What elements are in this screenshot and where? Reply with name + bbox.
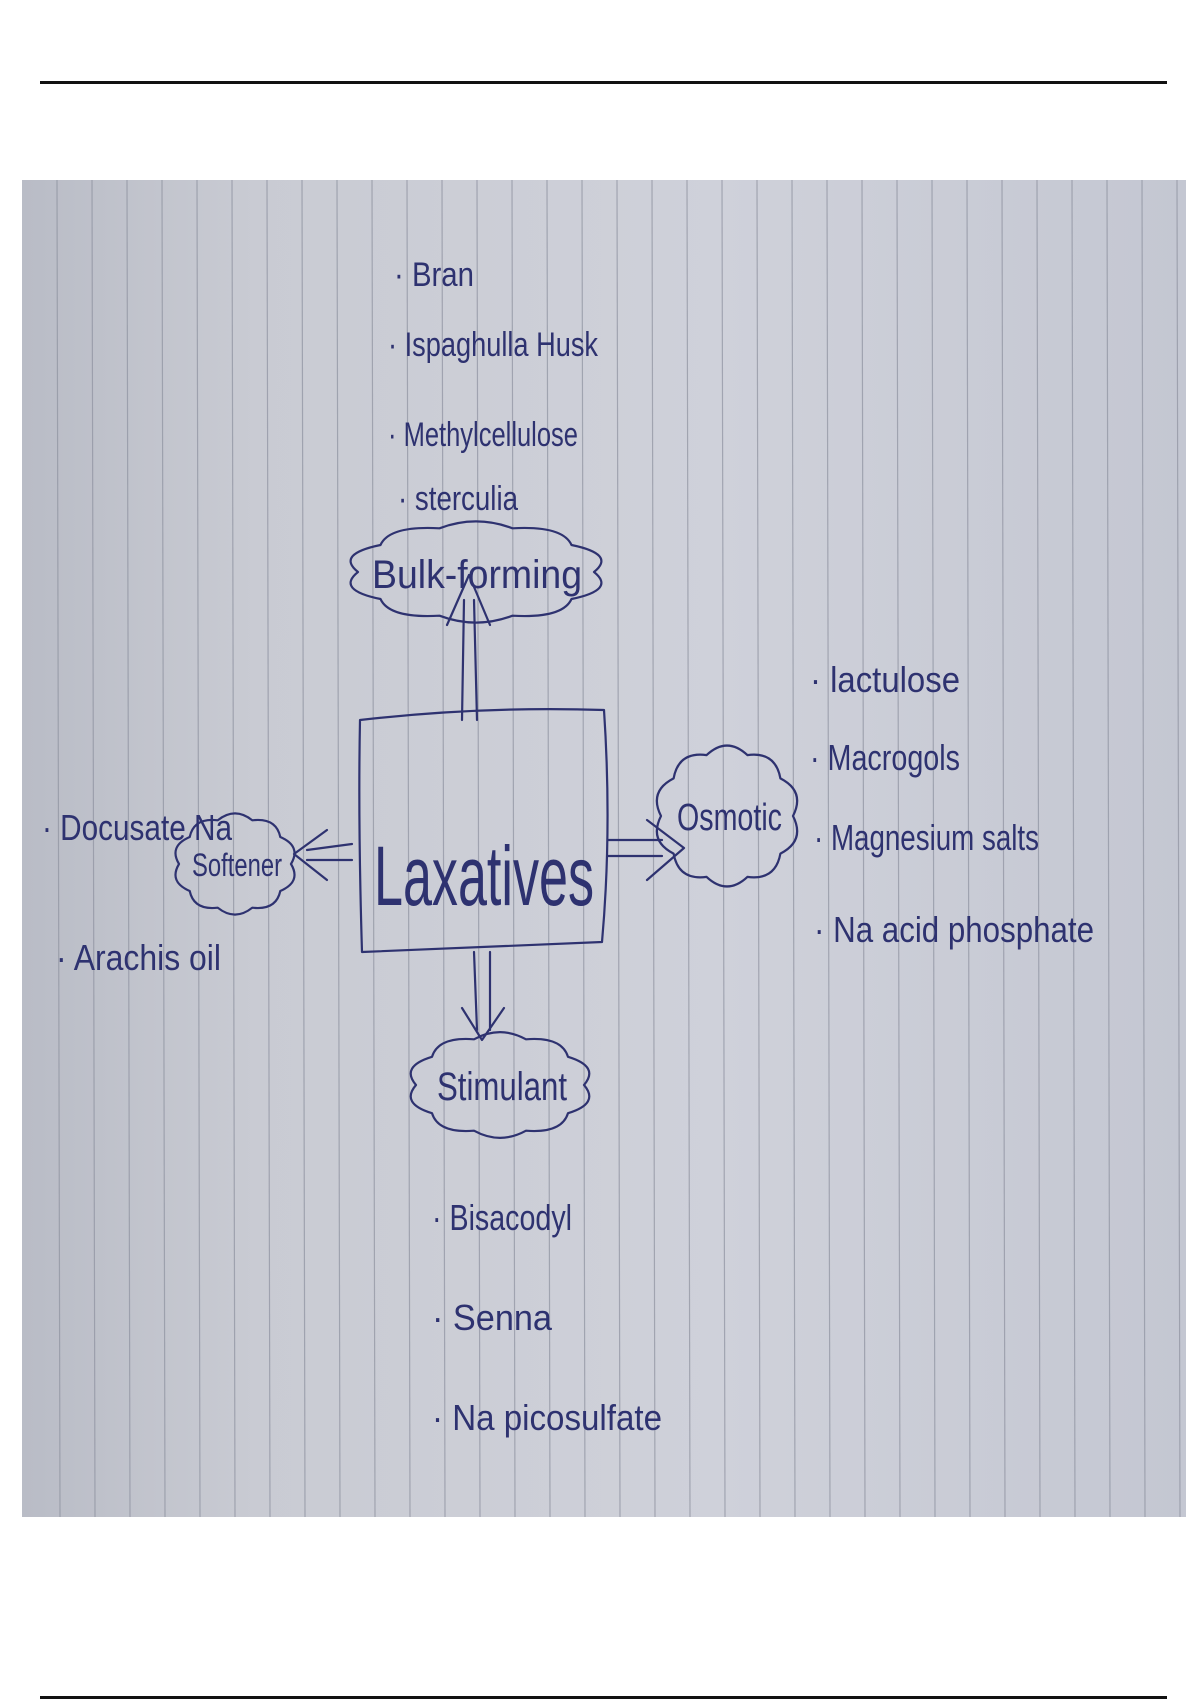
ruling-line <box>301 180 306 1517</box>
cloud-stimulant <box>409 1031 591 1139</box>
ruling-line <box>756 180 761 1517</box>
ruling-line <box>441 180 446 1517</box>
item-ispaghulla: · Ispaghulla Husk <box>388 326 599 364</box>
item-na-acid-phosphate: · Na acid phosphate <box>814 909 1094 950</box>
cloud-bulk <box>349 520 603 624</box>
mind-map: Laxatives Bulk-forming Osmotic Softener … <box>42 180 1181 1517</box>
ruling-line <box>1071 180 1076 1517</box>
cloud-osmotic <box>655 744 799 888</box>
notebook-photo: Laxatives Bulk-forming Osmotic Softener … <box>22 180 1186 1517</box>
item-bran: · Bran <box>394 256 474 294</box>
item-na-picosulfate: · Na picosulfate <box>432 1397 662 1438</box>
arrow-left-icon <box>292 828 354 882</box>
ruling-line <box>1001 180 1006 1517</box>
branch-label-stimulant: Stimulant <box>437 1065 567 1109</box>
item-bisacodyl: · Bisacodyl <box>432 1197 572 1238</box>
ruling-line <box>966 180 971 1517</box>
cloud-softener <box>174 812 296 916</box>
ruling-line <box>1176 180 1181 1517</box>
paper-rulings <box>56 180 1181 1517</box>
arrow-right-icon <box>606 818 686 882</box>
item-lactulose: · lactulose <box>810 659 960 700</box>
ruling-line <box>56 180 61 1517</box>
ruling-line <box>231 180 236 1517</box>
ruling-line <box>581 180 586 1517</box>
ruling-line <box>931 180 936 1517</box>
ruling-line <box>896 180 901 1517</box>
branch-label-softener: Softener <box>192 847 282 883</box>
ruling-line <box>1141 180 1146 1517</box>
arrow-up-icon <box>445 573 492 722</box>
branch-label-bulk: Bulk-forming <box>372 553 582 597</box>
center-box <box>358 708 609 954</box>
ruling-line <box>1036 180 1041 1517</box>
item-magnesium-salts: · Magnesium salts <box>814 817 1039 858</box>
ruling-line <box>91 180 96 1517</box>
header-rule <box>40 81 1167 84</box>
arrow-down-icon <box>460 950 506 1042</box>
item-methylcellulose: · Methylcellulose <box>388 416 578 454</box>
footer-rule <box>40 1696 1167 1699</box>
branch-label-osmotic: Osmotic <box>677 797 782 839</box>
item-macrogols: · Macrogols <box>810 737 960 778</box>
ruling-line <box>686 180 691 1517</box>
ruling-line <box>651 180 656 1517</box>
item-senna: · Senna <box>432 1297 553 1338</box>
ruling-line <box>371 180 376 1517</box>
ruling-line <box>266 180 271 1517</box>
ruling-line <box>406 180 411 1517</box>
ruling-line <box>476 180 481 1517</box>
item-docusate-na: · Docusate Na <box>42 807 233 848</box>
center-label: Laxatives <box>374 829 594 923</box>
ruling-line <box>616 180 621 1517</box>
ruling-line <box>196 180 201 1517</box>
ruling-line <box>861 180 866 1517</box>
item-sterculia: · sterculia <box>398 480 518 518</box>
item-arachis-oil: · Arachis oil <box>56 937 221 978</box>
ruling-line <box>546 180 551 1517</box>
ruling-line <box>161 180 166 1517</box>
ruling-line <box>511 180 516 1517</box>
ruling-line <box>826 180 831 1517</box>
ruling-line <box>791 180 796 1517</box>
ruling-line <box>721 180 726 1517</box>
ruling-line <box>126 180 131 1517</box>
ruling-line <box>336 180 341 1517</box>
ruling-line <box>1106 180 1111 1517</box>
